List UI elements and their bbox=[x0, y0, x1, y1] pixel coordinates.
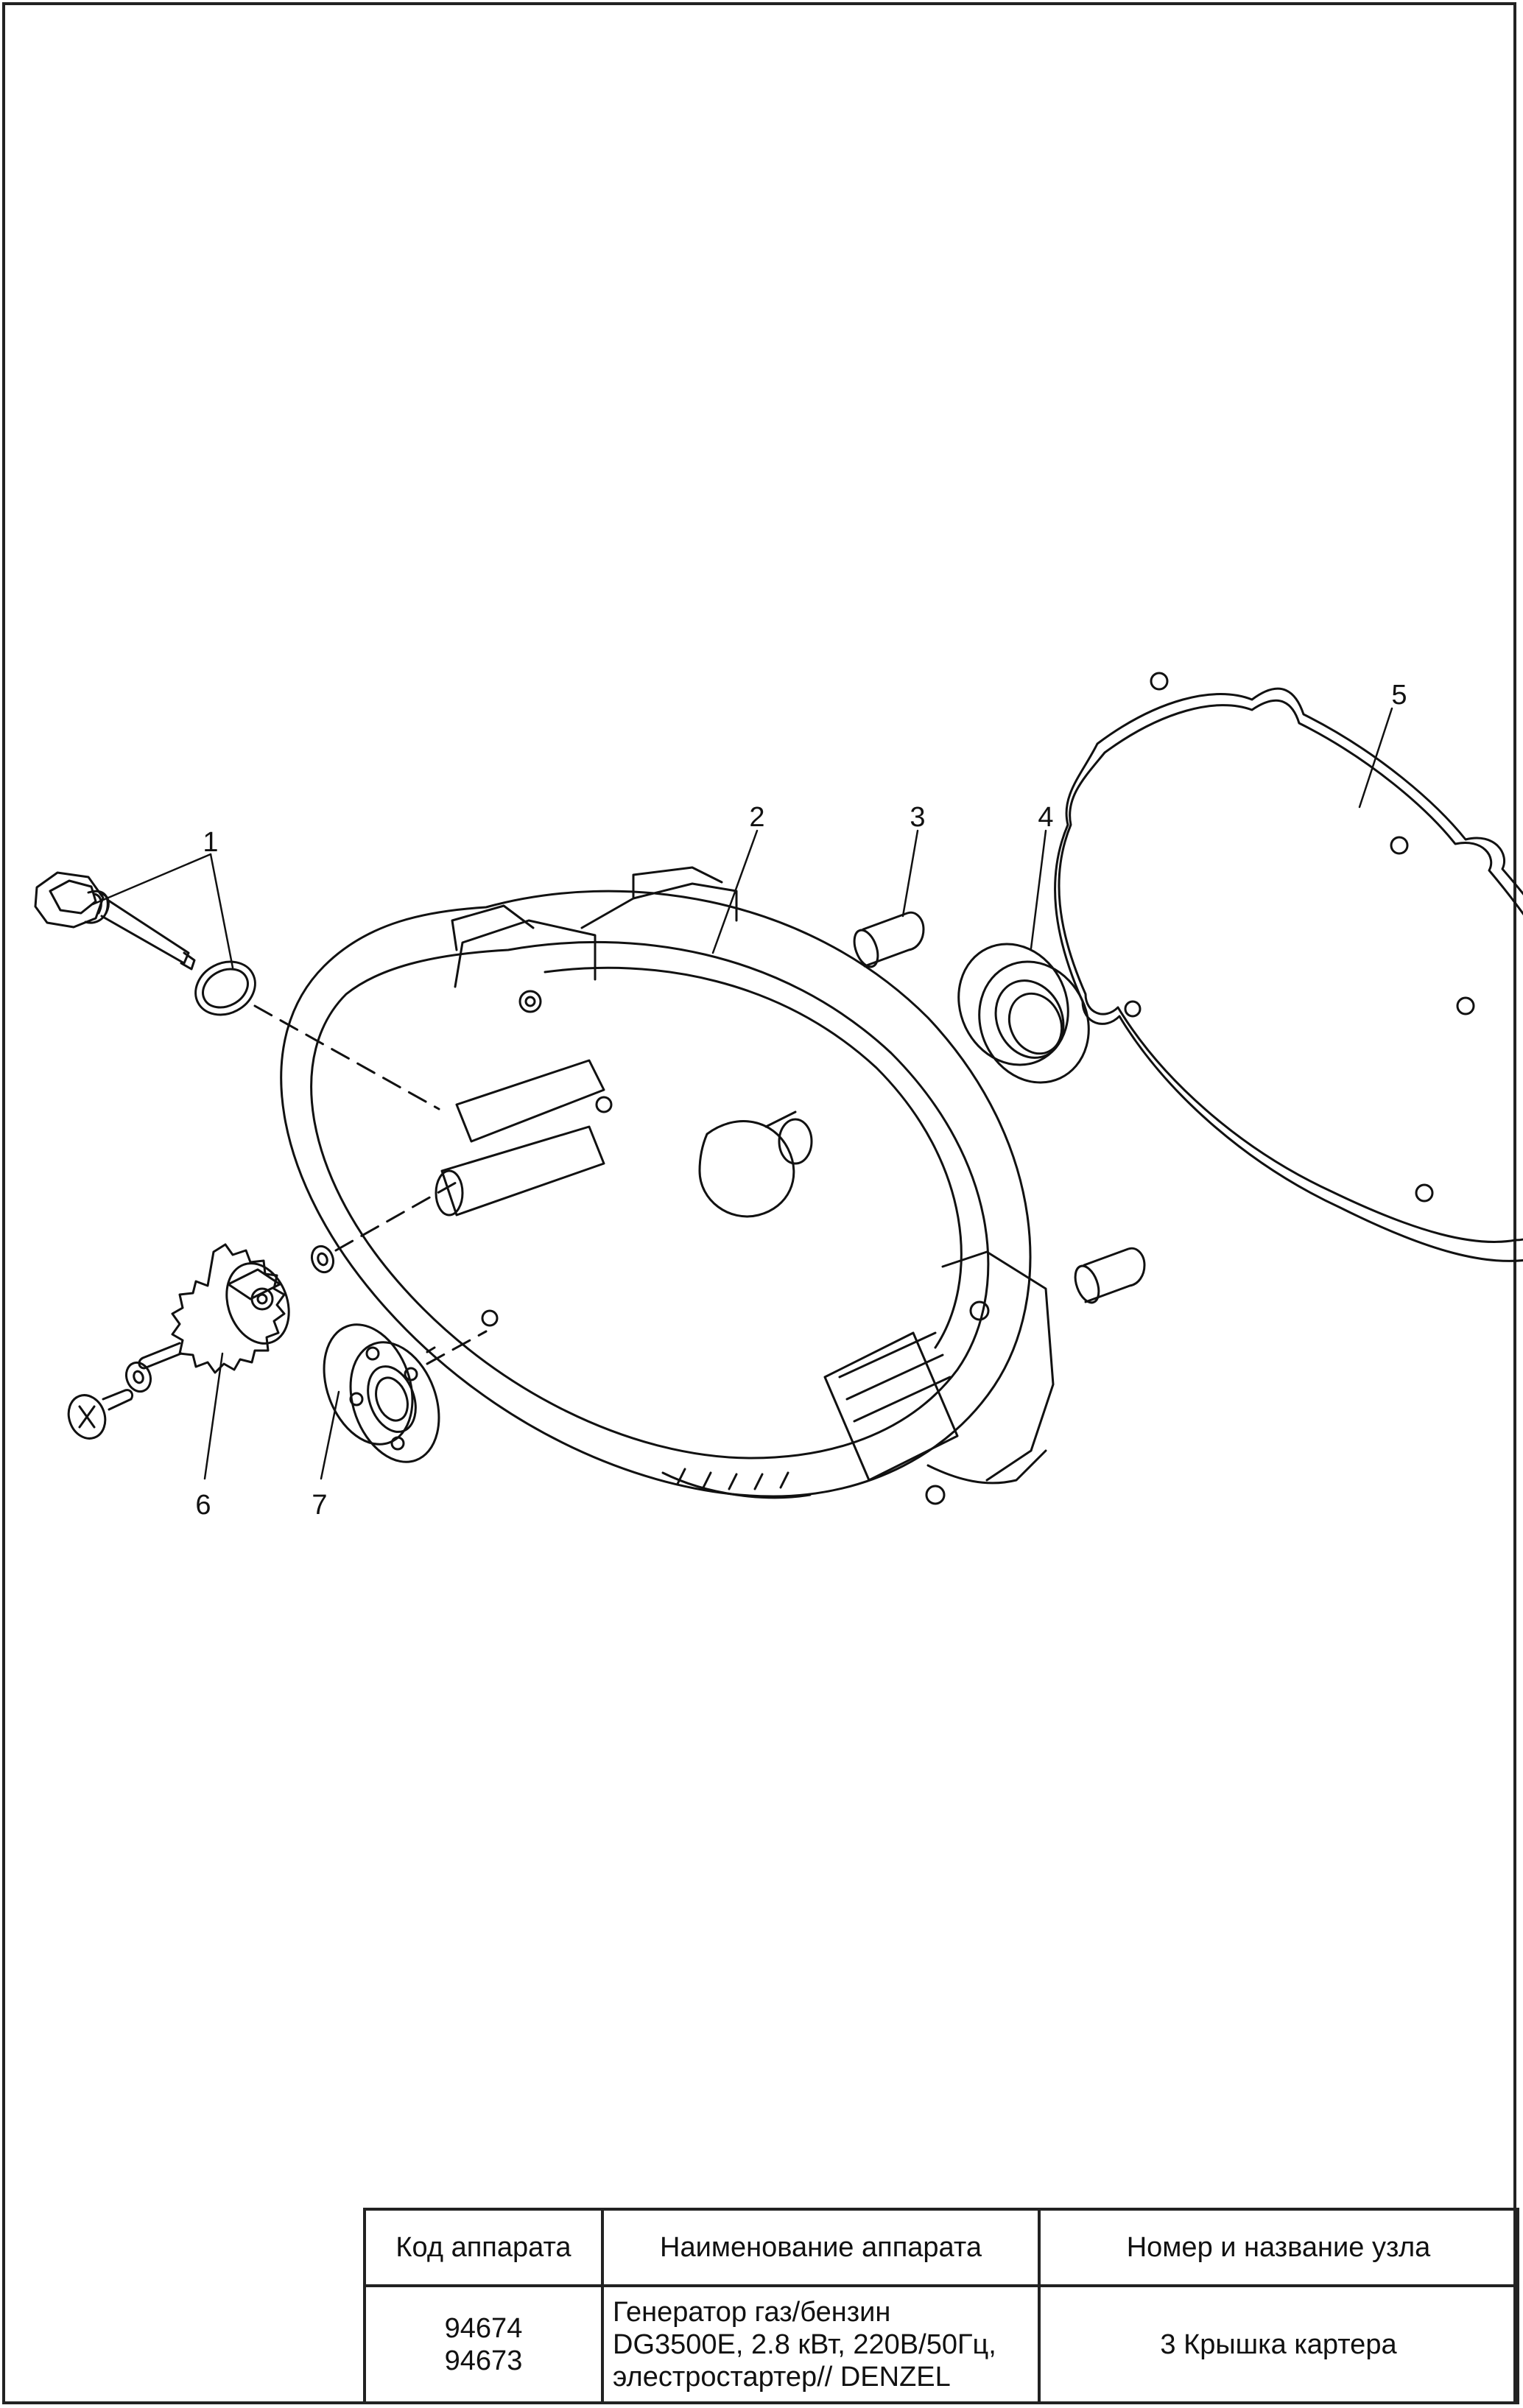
callout-3: 3 bbox=[910, 802, 925, 833]
callout-6: 6 bbox=[195, 1490, 211, 1521]
device-codes: 94674 94673 bbox=[363, 2284, 604, 2404]
crankcase-cover bbox=[280, 866, 1055, 1505]
dowel-pin bbox=[853, 911, 925, 968]
callout-7: 7 bbox=[312, 1490, 327, 1521]
callout-1: 1 bbox=[203, 827, 218, 858]
oil-seal bbox=[957, 943, 1090, 1084]
o-ring bbox=[194, 960, 256, 1016]
header-device-code: Код аппарата bbox=[363, 2208, 604, 2287]
assembly-name: 3 Крышка картера bbox=[1038, 2284, 1519, 2404]
callout-4: 4 bbox=[1038, 802, 1053, 833]
governor-gear-assembly bbox=[67, 1243, 335, 1440]
header-assembly: Номер и название узла bbox=[1038, 2208, 1519, 2287]
device-name: Генератор газ/бензин DG3500E, 2.8 кВт, 2… bbox=[601, 2284, 1041, 2404]
oil-filler-plug bbox=[34, 871, 196, 971]
leader-lines bbox=[91, 707, 1393, 1480]
dowel-pin-lower bbox=[1074, 1247, 1146, 1304]
ball-bearing bbox=[323, 1323, 440, 1463]
header-device-name: Наименование аппарата bbox=[601, 2208, 1041, 2287]
gasket bbox=[1054, 672, 1523, 1262]
callout-5: 5 bbox=[1391, 680, 1407, 711]
title-block: Код аппарата Наименование аппарата Номер… bbox=[363, 2208, 1519, 2404]
assembly-lines bbox=[253, 1004, 488, 1365]
callout-2: 2 bbox=[749, 802, 764, 833]
